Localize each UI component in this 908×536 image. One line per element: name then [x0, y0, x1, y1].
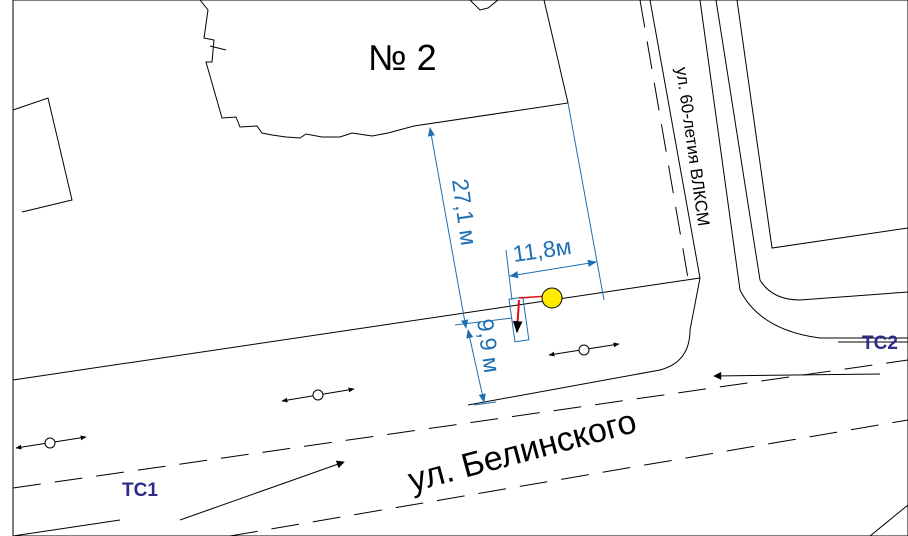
road-north-edge-curve [467, 0, 701, 406]
road-north-edge [12, 277, 701, 381]
lane-marking-2 [229, 419, 908, 536]
vehicle-label-tc2: ТС2 [862, 333, 898, 354]
side-road-east-edge [699, 0, 908, 339]
dim-label-corner: 11,8м [511, 233, 573, 267]
bus-stop-marker-3 [15, 435, 87, 450]
building-label: № 2 [368, 37, 437, 78]
pedestrian-area-rect [508, 296, 530, 343]
right-building [736, 0, 908, 249]
dim-line-corner [509, 259, 597, 279]
building-outline [199, 0, 569, 139]
street-label-main: ул. Белинского [404, 402, 640, 499]
lane-marking-1 [12, 359, 908, 489]
vehicle-label-tc1: ТС1 [122, 480, 158, 501]
road-south-edge [12, 519, 121, 536]
dim-label-road: 9,9 м [472, 317, 505, 374]
impact-point-icon [541, 287, 563, 309]
tc1-direction-arrow-icon [179, 460, 345, 521]
street-label-side: ул. 60-летия ВЛКСМ [672, 66, 713, 227]
dim-line-road [466, 329, 486, 403]
lane-marking-3 [639, 0, 691, 291]
tc2-direction-arrow-icon [713, 371, 881, 380]
map-frame [12, 0, 908, 536]
dim-label-building: 27,1 м [447, 177, 482, 247]
bus-stop-marker-2 [548, 342, 620, 357]
pedestrian-track-icon [512, 299, 523, 334]
bus-stop-marker-1 [281, 387, 355, 403]
left-building [12, 97, 73, 213]
dim-line-building [427, 127, 469, 329]
